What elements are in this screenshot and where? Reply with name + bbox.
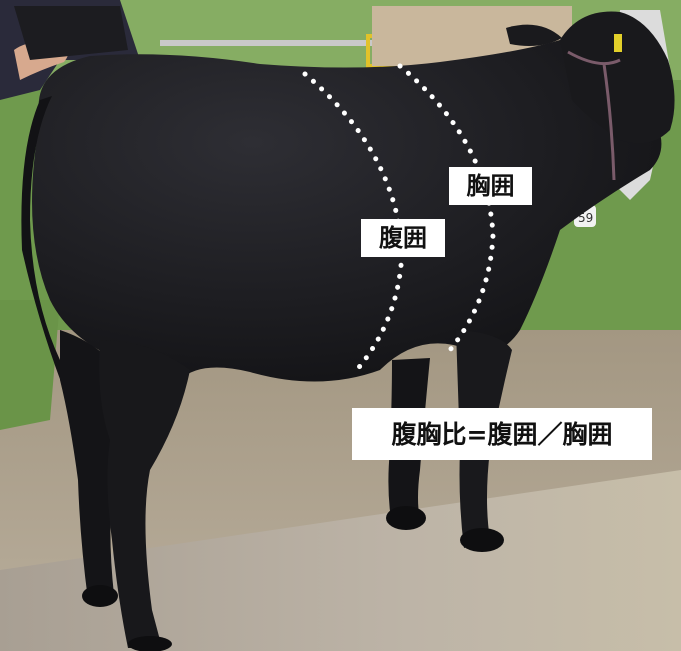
cow-body bbox=[32, 40, 662, 382]
cow-head bbox=[560, 11, 675, 144]
halter-rope bbox=[567, 50, 621, 181]
chest-girth-label: 胸囲 bbox=[449, 167, 532, 205]
hoof bbox=[386, 506, 426, 530]
concrete-path bbox=[0, 470, 681, 651]
ear-tag-yellow bbox=[614, 34, 622, 52]
hoof bbox=[128, 636, 172, 651]
hoof bbox=[82, 585, 118, 607]
ratio-formula-label: 腹胸比=腹囲／胸囲 bbox=[352, 408, 652, 460]
rear-leg-near bbox=[99, 340, 190, 648]
hoof bbox=[460, 528, 504, 552]
chest-girth-dotted-line bbox=[397, 63, 496, 353]
belly-girth-label: 腹囲 bbox=[361, 219, 445, 257]
fence-rail bbox=[160, 40, 440, 46]
cow-ear bbox=[506, 24, 562, 46]
background-tag-number: 59 bbox=[578, 211, 593, 225]
background-cow bbox=[14, 6, 128, 60]
